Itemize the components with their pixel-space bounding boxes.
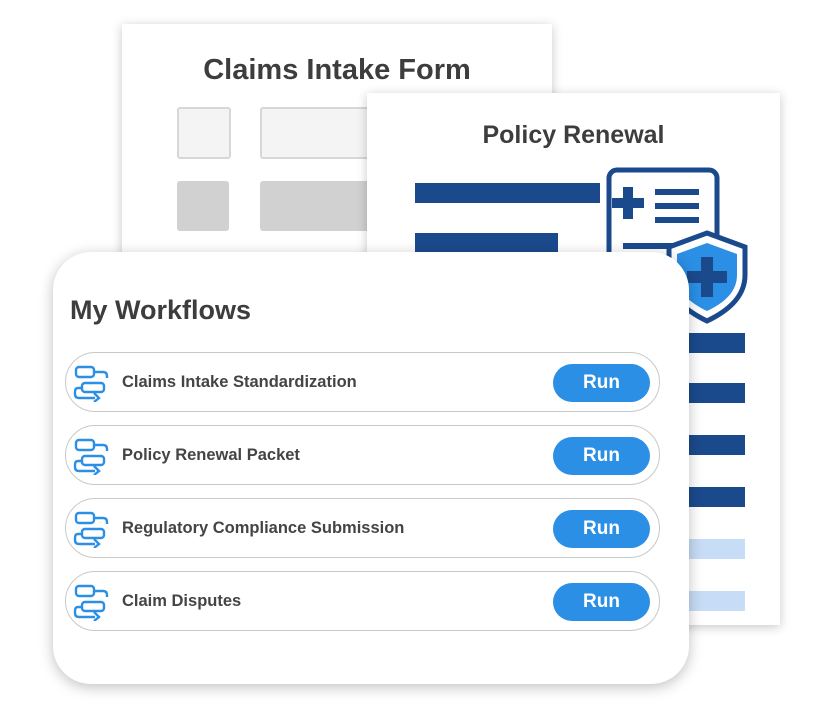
workflow-row-claims-intake[interactable]: Claims Intake Standardization Run: [65, 352, 660, 412]
run-button[interactable]: Run: [553, 583, 650, 621]
workflow-name: Policy Renewal Packet: [122, 446, 300, 464]
run-button[interactable]: Run: [553, 364, 650, 402]
text-line-placeholder: [687, 435, 745, 455]
policy-doc-title: Policy Renewal: [482, 121, 665, 149]
workflow-name: Regulatory Compliance Submission: [122, 519, 405, 537]
text-line-placeholder: [687, 383, 745, 403]
workflow-icon: [73, 438, 109, 475]
workflow-icon: [73, 365, 109, 402]
text-line-placeholder: [687, 333, 745, 353]
workflow-name: Claim Disputes: [122, 592, 242, 610]
panel-title: My Workflows: [70, 295, 252, 325]
run-button[interactable]: Run: [553, 510, 650, 548]
form-field-placeholder: [177, 107, 231, 159]
text-line-placeholder: [687, 539, 745, 559]
workflow-row-claim-disputes[interactable]: Claim Disputes Run: [65, 571, 660, 631]
text-line-placeholder: [687, 487, 745, 507]
form-field-placeholder: [177, 181, 229, 231]
text-line-placeholder: [415, 183, 600, 203]
workflow-name: Claims Intake Standardization: [122, 373, 357, 391]
workflow-icon: [73, 511, 109, 548]
workflow-icon: [73, 584, 109, 621]
text-line-placeholder: [415, 233, 558, 253]
text-line-placeholder: [687, 591, 745, 611]
run-button[interactable]: Run: [553, 437, 650, 475]
my-workflows-panel: My Workflows Claims Intake Standardizati…: [53, 252, 689, 684]
workflow-row-policy-renewal[interactable]: Policy Renewal Packet Run: [65, 425, 660, 485]
claims-form-title: Claims Intake Form: [203, 54, 471, 86]
workflow-row-regulatory-compliance[interactable]: Regulatory Compliance Submission Run: [65, 498, 660, 558]
